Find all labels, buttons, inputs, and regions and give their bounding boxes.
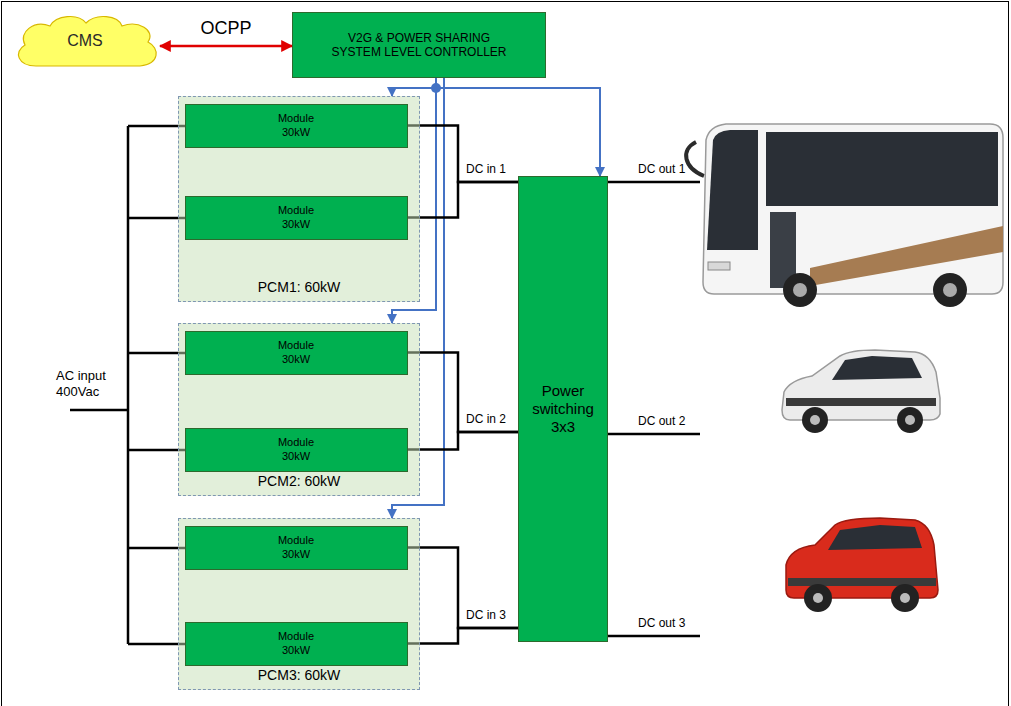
node-text: Module 30kW <box>278 534 314 560</box>
dc-output-wire <box>608 433 700 436</box>
node-text: Module 30kW <box>278 630 314 656</box>
ac-wire <box>128 449 185 452</box>
node-text: Module 30kW <box>278 436 314 462</box>
node-text: CMS <box>67 31 103 50</box>
bus-mirror <box>686 142 704 176</box>
controller-box: V2G & POWER SHARING SYSTEM LEVEL CONTROL… <box>292 12 546 78</box>
car-hub <box>905 415 915 425</box>
connector <box>408 182 519 218</box>
bus-stripe <box>810 226 1003 286</box>
bus-headlight <box>708 262 730 270</box>
power-module: Module 30kW <box>185 526 408 570</box>
port-label: DC out 3 <box>638 616 685 630</box>
connector <box>392 78 436 96</box>
car-trim <box>786 398 936 406</box>
power-module: Module 30kW <box>185 428 408 472</box>
ac-wire <box>70 409 128 412</box>
car-illustration <box>782 350 940 433</box>
car-wheel <box>802 407 828 433</box>
connector <box>408 432 519 450</box>
car-hub <box>810 415 820 425</box>
cloud-node: CMS <box>10 12 160 70</box>
power-module: Module 30kW <box>185 622 408 666</box>
ac-wire <box>128 125 185 128</box>
dc-output-wire <box>608 181 700 184</box>
bus-hub <box>943 283 957 297</box>
bus-hub <box>793 283 807 297</box>
car-windows <box>832 356 922 380</box>
cloud-outline <box>18 17 156 66</box>
car-body <box>786 518 938 598</box>
node-text: PCM2: 60kW <box>258 473 340 490</box>
port-label: DC out 1 <box>638 162 685 176</box>
node-text: PCM1: 60kW <box>258 279 340 296</box>
car-bumper <box>788 578 936 586</box>
ac-wire <box>128 643 185 646</box>
connector <box>408 628 519 644</box>
bus-windshield <box>707 130 758 250</box>
bus-wheel <box>783 273 817 307</box>
ac-wire <box>128 217 185 220</box>
car-hub <box>813 593 823 603</box>
connector <box>160 45 292 48</box>
connector <box>408 126 519 183</box>
ac-wire <box>128 547 185 550</box>
port-label: DC in 3 <box>466 608 506 622</box>
port-label: DC in 2 <box>466 412 506 426</box>
bus-illustration <box>686 124 1003 307</box>
connector <box>436 78 600 176</box>
power-module: Module 30kW <box>185 196 408 240</box>
node-text: Module 30kW <box>278 204 314 230</box>
node-text: Module 30kW <box>278 339 314 365</box>
module-group: Module 30kW Module 30kW PCM1: 60kW <box>178 96 420 302</box>
node-text: V2G & POWER SHARING SYSTEM LEVEL CONTROL… <box>324 31 514 60</box>
switch-matrix: Power switching 3x3 <box>518 176 608 642</box>
module-group: Module 30kW Module 30kW PCM2: 60kW <box>178 323 420 496</box>
car-hub <box>900 593 910 603</box>
node-text: Module 30kW <box>278 112 314 138</box>
connector <box>408 548 519 629</box>
node-text: Power switching 3x3 <box>532 382 594 436</box>
bus-windows <box>766 132 998 206</box>
car-wheel <box>804 584 832 612</box>
car-wheel <box>891 584 919 612</box>
power-module: Module 30kW <box>185 104 408 148</box>
input-label: AC input 400Vac <box>56 368 120 399</box>
ac-bus <box>127 126 130 644</box>
dc-output-wire <box>608 635 700 638</box>
car-windows <box>828 525 922 550</box>
protocol-label: OCPP <box>198 18 253 40</box>
car-wheel <box>897 407 923 433</box>
port-label: DC out 2 <box>638 414 685 428</box>
module-group: Module 30kW Module 30kW PCM3: 60kW <box>178 518 420 690</box>
car-illustration <box>786 518 938 612</box>
power-module: Module 30kW <box>185 331 408 375</box>
ac-wire <box>128 352 185 355</box>
bus-wheel <box>933 273 967 307</box>
bus-body <box>703 124 1003 294</box>
connector <box>408 353 519 433</box>
node-text: PCM3: 60kW <box>258 667 340 684</box>
port-label: DC in 1 <box>466 162 506 176</box>
